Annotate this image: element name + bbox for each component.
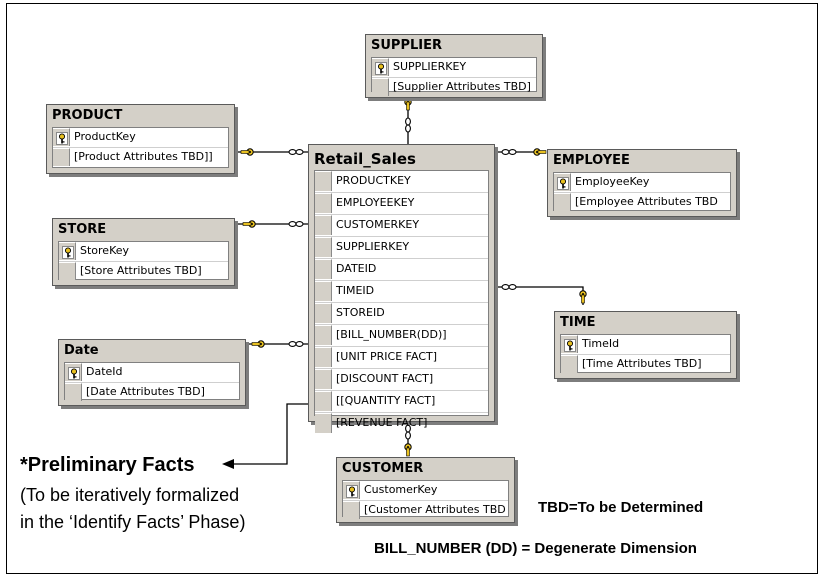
table-product[interactable]: PRODUCT ProductKey [Product Attributes T… <box>46 104 235 174</box>
column-name: [Supplier Attributes TBD] <box>393 80 531 93</box>
column-name: CustomerKey <box>364 483 438 496</box>
column-name: [Product Attributes TBD]] <box>74 150 213 163</box>
column-name: [Store Attributes TBD] <box>80 264 202 277</box>
table-row[interactable]: [BILL_NUMBER(DD)] <box>315 325 488 347</box>
table-customer[interactable]: CUSTOMER CustomerKey [Customer Attribute… <box>336 457 515 523</box>
diagram-frame <box>6 3 818 574</box>
table-row[interactable]: [Employee Attributes TBD <box>554 193 730 212</box>
table-row[interactable]: [Supplier Attributes TBD] <box>372 78 536 97</box>
column-name: StoreKey <box>80 244 130 257</box>
rel-store-many-icon <box>288 221 304 227</box>
key-icon <box>56 132 68 145</box>
column-name: STOREID <box>336 306 385 319</box>
table-store[interactable]: STORE StoreKey [Store Attributes TBD] <box>52 218 235 286</box>
key-icon <box>564 339 576 352</box>
table-row[interactable]: ProductKey <box>53 128 228 148</box>
column-name: [Customer Attributes TBD <box>364 503 506 516</box>
table-date[interactable]: Date DateId [Date Attributes TBD] <box>58 339 246 406</box>
column-name: ProductKey <box>74 130 136 143</box>
table-row[interactable]: CUSTOMERKEY <box>315 215 488 237</box>
column-name: DateId <box>86 365 123 378</box>
column-name: [Date Attributes TBD] <box>86 385 205 398</box>
table-row[interactable]: STOREID <box>315 303 488 325</box>
table-row[interactable]: EmployeeKey <box>554 173 730 193</box>
table-title: PRODUCT <box>52 108 123 123</box>
column-name: [Time Attributes TBD] <box>582 357 702 370</box>
column-name: TimeId <box>582 337 620 350</box>
table-title: SUPPLIER <box>371 38 442 53</box>
table-row[interactable]: [Customer Attributes TBD <box>343 501 508 520</box>
table-row[interactable]: [Product Attributes TBD]] <box>53 148 228 167</box>
formalize-note-line1: (To be iteratively formalized <box>20 485 240 505</box>
column-name: [BILL_NUMBER(DD)] <box>336 328 447 341</box>
table-row[interactable]: [Time Attributes TBD] <box>561 355 730 374</box>
column-name: PRODUCTKEY <box>336 174 411 187</box>
table-row[interactable]: StoreKey <box>59 242 228 262</box>
column-name: [DISCOUNT FACT] <box>336 372 434 385</box>
column-name: [REVENUE FACT] <box>336 416 428 429</box>
table-title: Retail_Sales <box>314 150 416 168</box>
rel-product-many-icon <box>288 149 304 155</box>
table-row[interactable]: SUPPLIERKEY <box>372 58 536 78</box>
column-name: [UNIT PRICE FACT] <box>336 350 438 363</box>
table-row[interactable]: SUPPLIERKEY <box>315 237 488 259</box>
table-row[interactable]: DATEID <box>315 259 488 281</box>
column-name: EMPLOYEEKEY <box>336 196 415 209</box>
key-icon <box>375 62 387 75</box>
column-name: DATEID <box>336 262 377 275</box>
column-name: EmployeeKey <box>575 175 650 188</box>
rel-date-many-icon <box>288 341 304 347</box>
table-row[interactable]: EMPLOYEEKEY <box>315 193 488 215</box>
column-name: CUSTOMERKEY <box>336 218 420 231</box>
rel-supplier-many-icon <box>405 117 411 133</box>
key-icon <box>557 177 569 190</box>
table-row[interactable]: [Store Attributes TBD] <box>59 262 228 281</box>
facts-arrow-line <box>232 403 312 465</box>
table-row[interactable]: [[QUANTITY FACT] <box>315 391 488 413</box>
degenerate-dimension-legend: BILL_NUMBER (DD) = Degenerate Dimension <box>374 540 697 557</box>
table-row[interactable]: [DISCOUNT FACT] <box>315 369 488 391</box>
table-employee[interactable]: EMPLOYEE EmployeeKey [Employee Attribute… <box>547 149 737 217</box>
table-row[interactable]: [REVENUE FACT] <box>315 413 488 434</box>
facts-arrow-head <box>222 459 234 469</box>
key-icon <box>62 246 74 259</box>
table-retail-sales[interactable]: Retail_Sales PRODUCTKEY EMPLOYEEKEY CUST… <box>308 144 495 433</box>
table-title: CUSTOMER <box>342 461 424 476</box>
table-title: STORE <box>58 222 107 237</box>
table-supplier[interactable]: SUPPLIER SUPPLIERKEY [Supplier Attribute… <box>365 34 543 98</box>
key-icon <box>68 367 80 380</box>
key-icon <box>346 485 358 498</box>
column-name: SUPPLIERKEY <box>336 240 410 253</box>
table-row[interactable]: TIMEID <box>315 281 488 303</box>
table-row[interactable]: [UNIT PRICE FACT] <box>315 347 488 369</box>
rel-employee-many-icon <box>501 149 517 155</box>
formalize-note-line2: in the ‘Identify Facts’ Phase) <box>20 512 246 532</box>
column-name: [[QUANTITY FACT] <box>336 394 436 407</box>
table-row[interactable]: PRODUCTKEY <box>315 171 488 193</box>
table-title: Date <box>64 343 99 358</box>
table-row[interactable]: [Date Attributes TBD] <box>65 383 239 402</box>
column-name: TIMEID <box>336 284 375 297</box>
preliminary-facts-label: *Preliminary Facts <box>20 454 195 476</box>
tbd-legend: TBD=To be Determined <box>538 499 704 516</box>
table-title: TIME <box>560 315 596 330</box>
rel-time-many-icon <box>501 284 517 290</box>
table-row[interactable]: CustomerKey <box>343 481 508 501</box>
table-time[interactable]: TIME TimeId [Time Attributes TBD] <box>554 311 737 379</box>
table-row[interactable]: DateId <box>65 363 239 383</box>
column-name: [Employee Attributes TBD <box>575 195 718 208</box>
table-title: EMPLOYEE <box>553 153 630 168</box>
table-row[interactable]: TimeId <box>561 335 730 355</box>
column-name: SUPPLIERKEY <box>393 60 467 73</box>
